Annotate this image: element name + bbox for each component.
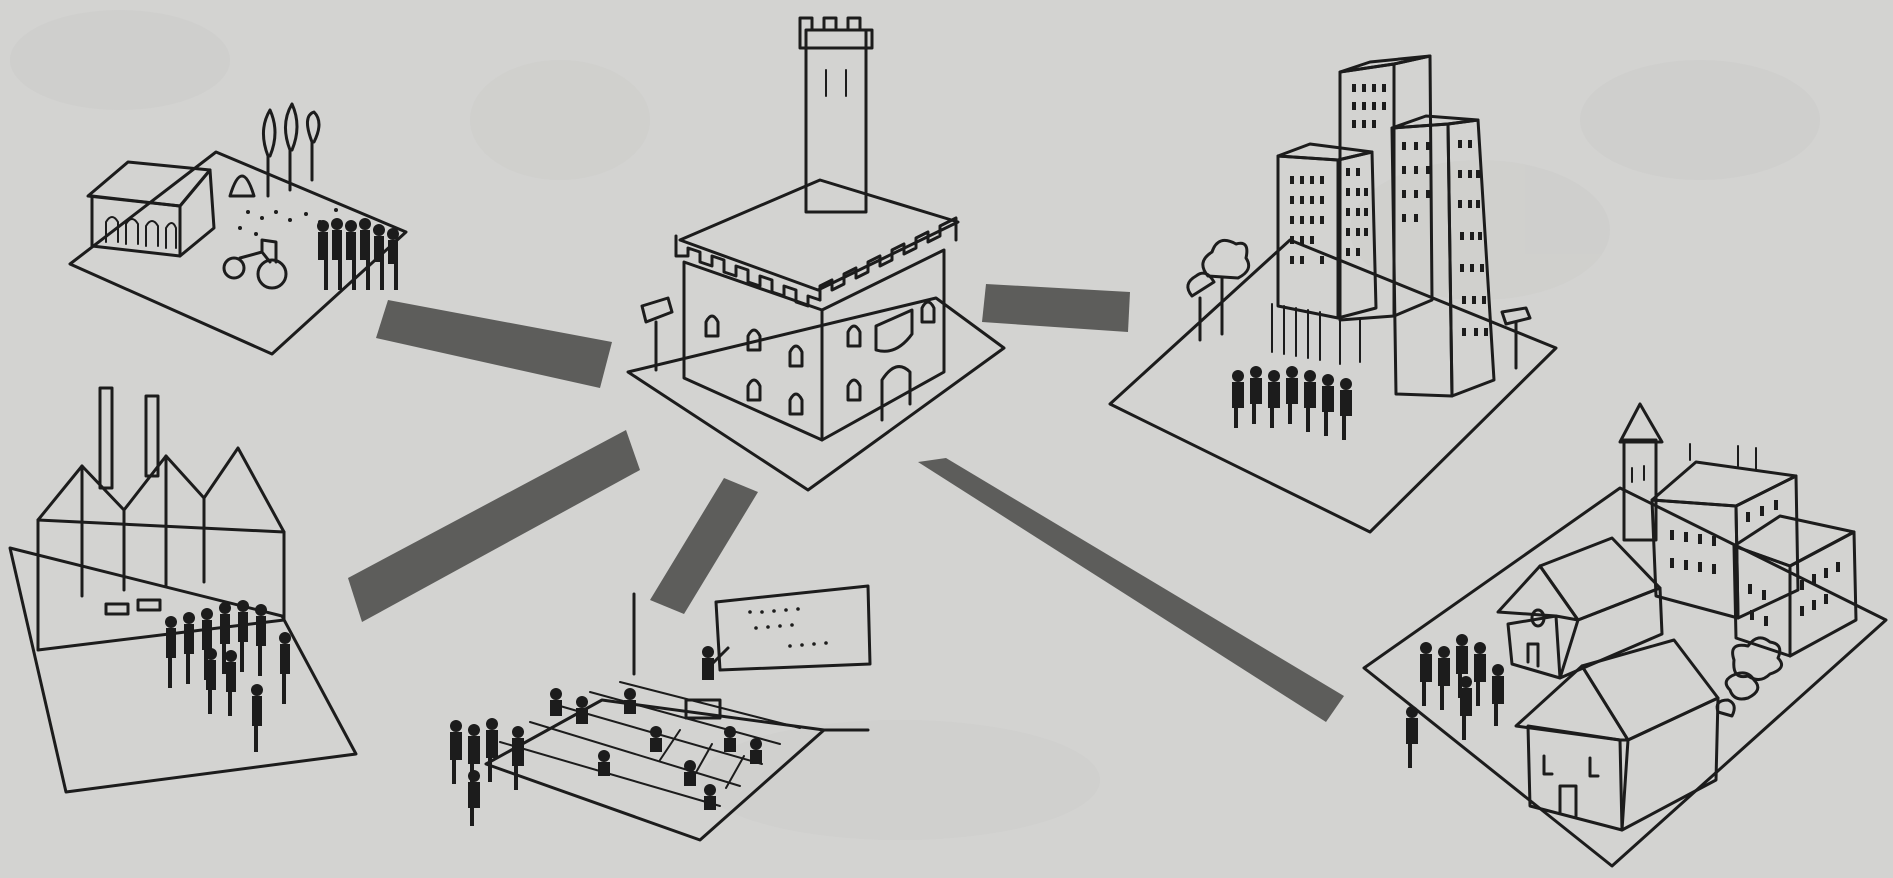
villagers [1406,634,1504,768]
connector-band-village [918,458,1344,722]
connector-band-factory [348,430,640,622]
school-visitors [450,718,524,826]
school-scene [450,584,872,842]
teacher [702,646,730,680]
church-village-scene [1362,402,1888,868]
factory-scene [8,386,358,794]
farm-scene [68,102,408,356]
paper-texture [10,10,1820,840]
town-hall-castle [626,16,1006,492]
office-windows [1290,84,1488,336]
connector-band-farm [376,300,612,388]
office-workers [1232,366,1352,440]
connector-band-school [650,478,758,614]
students [550,688,762,810]
connector-band-offices [982,284,1130,332]
factory-workers [165,600,291,752]
office-towers-scene [1108,54,1558,534]
farm-workers [317,218,399,290]
connector-bands [348,284,1344,722]
